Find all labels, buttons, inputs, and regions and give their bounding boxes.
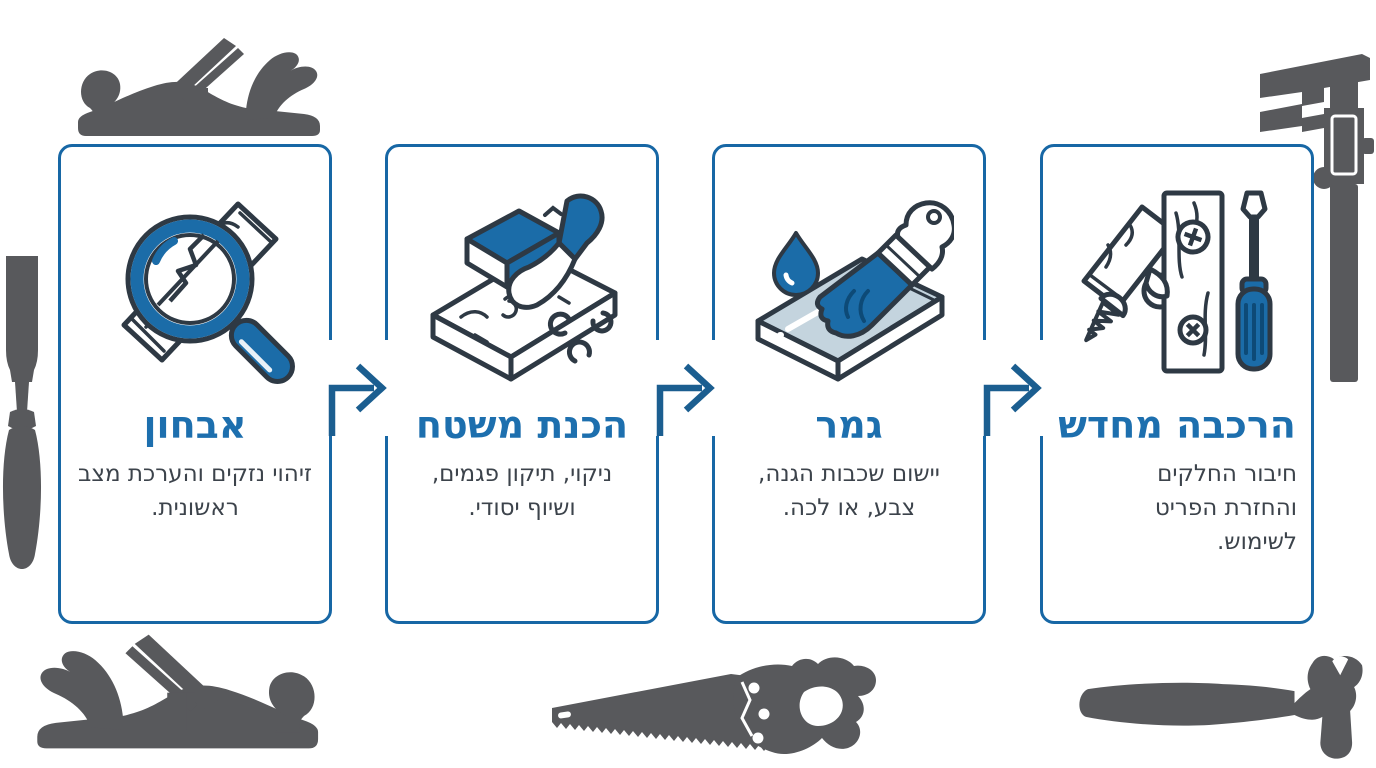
step-title: אבחון: [143, 403, 247, 447]
step-description: יישום שכבות הגנה, צבע, או לכה.: [758, 461, 940, 521]
step-card-finish: גמר יישום שכבות הגנה, צבע, או לכה.: [712, 144, 986, 624]
step-title: הרכבה מחדש: [1058, 403, 1296, 447]
step-card-reassembly: הרכבה מחדש חיבור החלקים והחזרת הפריט לשי…: [1040, 144, 1314, 624]
chisel-icon: [2, 256, 42, 569]
handsaw-icon: [552, 657, 876, 755]
flow-arrow-icon: [322, 340, 398, 436]
step-description: ניקוי, תיקון פגמים, ושיוף יסודי.: [431, 461, 613, 521]
step-card-surface-prep: הכנת משטח ניקוי, תיקון פגמים, ושיוף יסוד…: [385, 144, 659, 624]
flow-arrow-icon: [977, 340, 1053, 436]
step-title: גמר: [815, 403, 883, 447]
flow-arrow-icon: [650, 340, 726, 436]
hand-plane-icon: [78, 38, 320, 136]
step-title: הכנת משטח: [415, 403, 629, 447]
caliper-icon: [1260, 54, 1374, 382]
sanding-block-and-scraper-icon: [417, 173, 627, 395]
step-description: זיהוי נזקים והערכת מצב ראשונית.: [78, 461, 312, 521]
hammer-icon: [1079, 655, 1363, 759]
step-description: חיבור החלקים והחזרת הפריט לשימוש.: [1154, 461, 1297, 555]
magnifier-over-cracked-wood-icon: [90, 173, 300, 395]
paintbrush-on-plank-icon: [744, 173, 954, 395]
screwdriver-screws-assembly-icon: [1072, 173, 1282, 395]
step-card-diagnosis: אבחון זיהוי נזקים והערכת מצב ראשונית.: [58, 144, 332, 624]
hand-plane-icon: [37, 634, 319, 749]
